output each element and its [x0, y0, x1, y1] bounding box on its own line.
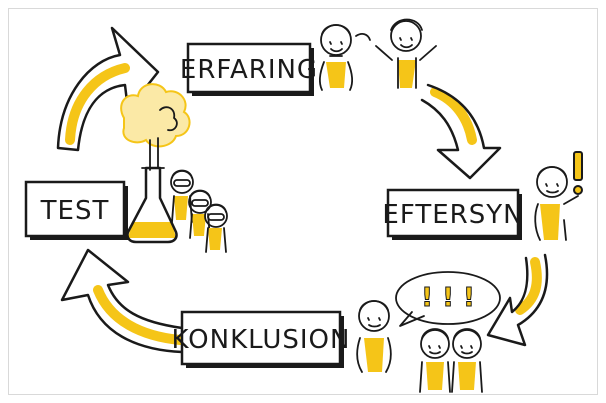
step-box-erfaring: ERFARING — [180, 42, 318, 96]
figure-erfaring-right — [375, 18, 437, 89]
arrow-test-to-erfaring — [56, 26, 160, 152]
speech-bubble-text: ! ! ! — [421, 283, 475, 313]
figure-konklusion-left — [356, 300, 392, 373]
figure-erfaring-left — [318, 24, 371, 91]
speech-bubble: ! ! ! — [395, 271, 501, 327]
figure-eftersyn — [534, 166, 579, 241]
arrow-konklusion-to-test — [60, 248, 185, 354]
step-box-eftersyn: EFTERSYN — [382, 188, 523, 240]
step-box-test: TEST — [24, 180, 128, 240]
step-label-eftersyn: EFTERSYN — [382, 200, 523, 230]
figure-konklusion-right — [451, 328, 483, 393]
step-box-konklusion: KONKLUSION — [172, 310, 351, 368]
step-label-konklusion: KONKLUSION — [172, 325, 351, 355]
figure-konklusion-mid — [419, 328, 451, 393]
flask-icon — [120, 83, 191, 244]
figure-test-3 — [204, 203, 228, 253]
exclamation-icon — [573, 151, 583, 195]
step-label-erfaring: ERFARING — [180, 55, 318, 85]
arrow-erfaring-to-eftersyn — [420, 83, 502, 180]
step-label-test: TEST — [40, 196, 110, 226]
arrow-eftersyn-to-konklusion — [486, 253, 549, 347]
